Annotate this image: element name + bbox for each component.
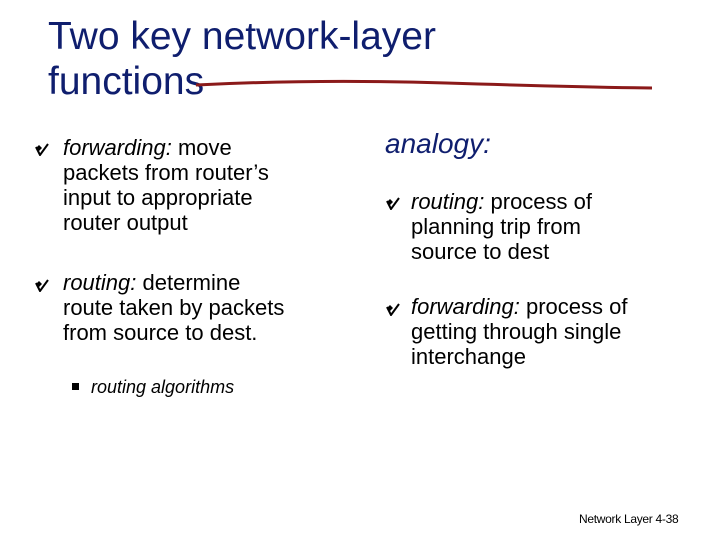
footer-label: Network Layer — [579, 512, 653, 526]
slide-title: Two key network-layer functions — [48, 14, 648, 104]
bullet-term: forwarding: — [63, 135, 172, 160]
checkmark-diamond-bullet-icon — [35, 143, 49, 156]
analogy-bullet-forwarding: forwarding: process of getting through s… — [411, 294, 628, 369]
square-bullet-icon — [72, 383, 79, 390]
slide-footer: Network Layer 4-38 — [579, 512, 679, 526]
checkmark-diamond-bullet-icon — [386, 303, 400, 316]
sub-bullet-routing-algorithms: routing algorithms — [72, 376, 234, 398]
bullet-term: routing: — [63, 270, 137, 295]
checkmark-diamond-bullet-icon — [35, 279, 49, 292]
title-line-1: Two key network-layer — [48, 15, 436, 58]
title-underline — [196, 79, 652, 90]
checkmark-diamond-bullet-icon — [386, 197, 400, 210]
bullet-term: forwarding: — [411, 294, 520, 319]
analogy-heading: analogy: — [385, 128, 491, 159]
analogy-bullet-routing: routing: process of planning trip from s… — [411, 189, 592, 264]
page-number: 4-38 — [655, 512, 679, 526]
bullet-routing: routing: determine route taken by packet… — [63, 270, 285, 345]
bullet-forwarding: forwarding: move packets from router’s i… — [63, 135, 269, 235]
title-line-2: functions — [48, 60, 205, 103]
bullet-term: routing: — [411, 189, 485, 214]
